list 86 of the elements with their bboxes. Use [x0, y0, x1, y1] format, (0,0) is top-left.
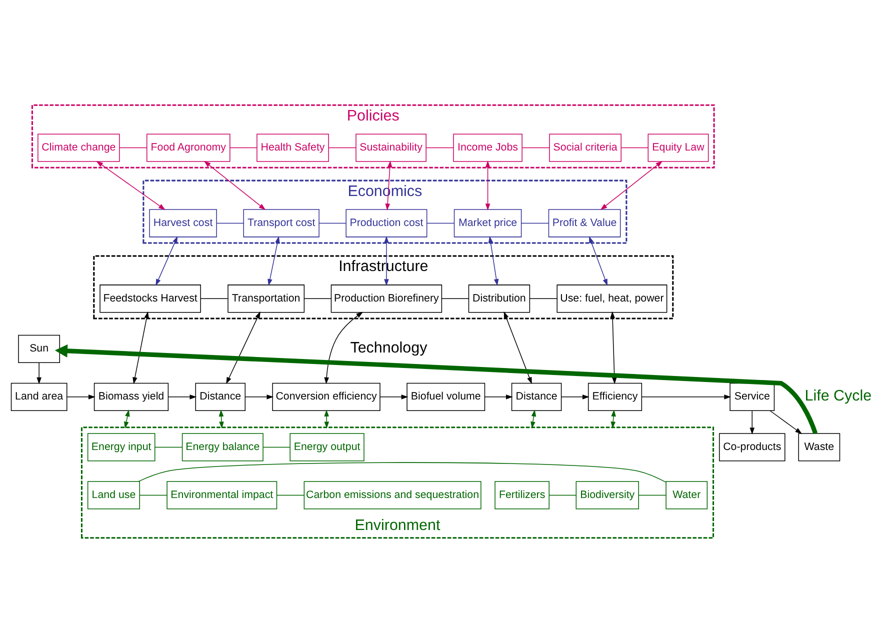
node-box: Energy output	[290, 433, 364, 462]
node-box: Sun	[18, 334, 60, 364]
node-box: Fertilizers	[494, 481, 550, 510]
arrow	[204, 160, 266, 210]
node-box: Profit & Value	[548, 209, 621, 238]
connector	[230, 147, 258, 148]
node-box: Co-products	[719, 433, 786, 462]
node-box: Biomass yield	[94, 382, 169, 412]
arrow	[600, 160, 663, 210]
arrow	[324, 410, 330, 429]
connector	[216, 222, 244, 224]
arrow	[589, 236, 608, 286]
connector	[304, 298, 332, 300]
node-box: Biofuel volume	[406, 382, 486, 412]
node-box: Climate change	[38, 134, 120, 162]
node-box: Equity Law	[648, 134, 709, 162]
arrow	[324, 312, 364, 384]
arrow	[610, 311, 617, 384]
node-box: Harvest cost	[149, 209, 217, 238]
node-box: Production cost	[346, 209, 428, 238]
node-box: Energy input	[87, 433, 156, 462]
connector	[276, 494, 304, 496]
connector	[529, 298, 558, 300]
node-box: Conversion efficiency	[272, 382, 380, 412]
connector	[441, 298, 470, 300]
connector	[262, 446, 290, 448]
node-box: Use: fuel, heat, power	[556, 284, 668, 313]
node-box: Production Biorefinery	[330, 284, 442, 313]
node-box: Water	[666, 481, 708, 510]
arrow	[484, 394, 513, 400]
label: Technology	[350, 340, 428, 357]
arrow	[560, 394, 590, 400]
node-box: Carbon emissions and sequestration	[304, 481, 482, 510]
node-box: Service	[730, 382, 775, 412]
node-box: Biodiversity	[576, 481, 639, 510]
arrow	[380, 394, 408, 400]
node-box: Transport cost	[243, 209, 320, 238]
node-box: Health Safety	[256, 134, 329, 162]
arrow	[641, 394, 732, 400]
arrow	[244, 394, 274, 400]
connector	[139, 494, 168, 496]
edge-label: Life Cycle	[804, 388, 872, 405]
connector	[426, 147, 454, 148]
connector	[426, 222, 454, 224]
arrow	[132, 311, 149, 384]
arrow	[226, 311, 260, 384]
connector	[200, 298, 228, 300]
node-box: Distance	[511, 382, 562, 412]
node-box: Income Jobs	[453, 134, 522, 162]
arrow	[488, 236, 499, 286]
connector	[522, 147, 550, 148]
connector	[154, 446, 183, 448]
arrow	[54, 344, 818, 434]
arrow	[36, 362, 42, 384]
arrow	[96, 160, 166, 210]
node-box: Sustainability	[356, 134, 426, 162]
node-box: Distance	[195, 382, 246, 412]
node-box: Land use	[87, 481, 140, 510]
connector	[521, 222, 549, 224]
connector	[119, 147, 148, 148]
arrow	[485, 160, 490, 211]
arrow	[750, 410, 755, 434]
node-box: Waste	[798, 433, 840, 462]
node-box: Land area	[10, 382, 68, 412]
connector	[318, 222, 346, 224]
node-box: Energy balance	[182, 433, 264, 462]
connector	[638, 494, 666, 496]
arrow	[66, 394, 96, 400]
connector	[328, 147, 356, 148]
node-box: Distribution	[468, 284, 530, 313]
node-box: Feedstocks Harvest	[100, 284, 201, 313]
arrow	[168, 394, 197, 400]
connector	[138, 462, 666, 483]
node-box: Efficiency	[588, 382, 642, 412]
arrow	[156, 236, 178, 286]
connector	[620, 147, 648, 148]
arrow	[530, 410, 536, 429]
node-box: Food Agronomy	[146, 134, 230, 162]
connector	[549, 494, 576, 496]
node-box: Social criteria	[549, 134, 622, 162]
node-box: Transportation	[228, 284, 305, 313]
node-box: Market price	[454, 209, 522, 238]
arrow	[770, 410, 802, 434]
node-box: Environmental impact	[166, 481, 278, 510]
arrow	[268, 236, 280, 286]
arrow	[504, 311, 532, 384]
